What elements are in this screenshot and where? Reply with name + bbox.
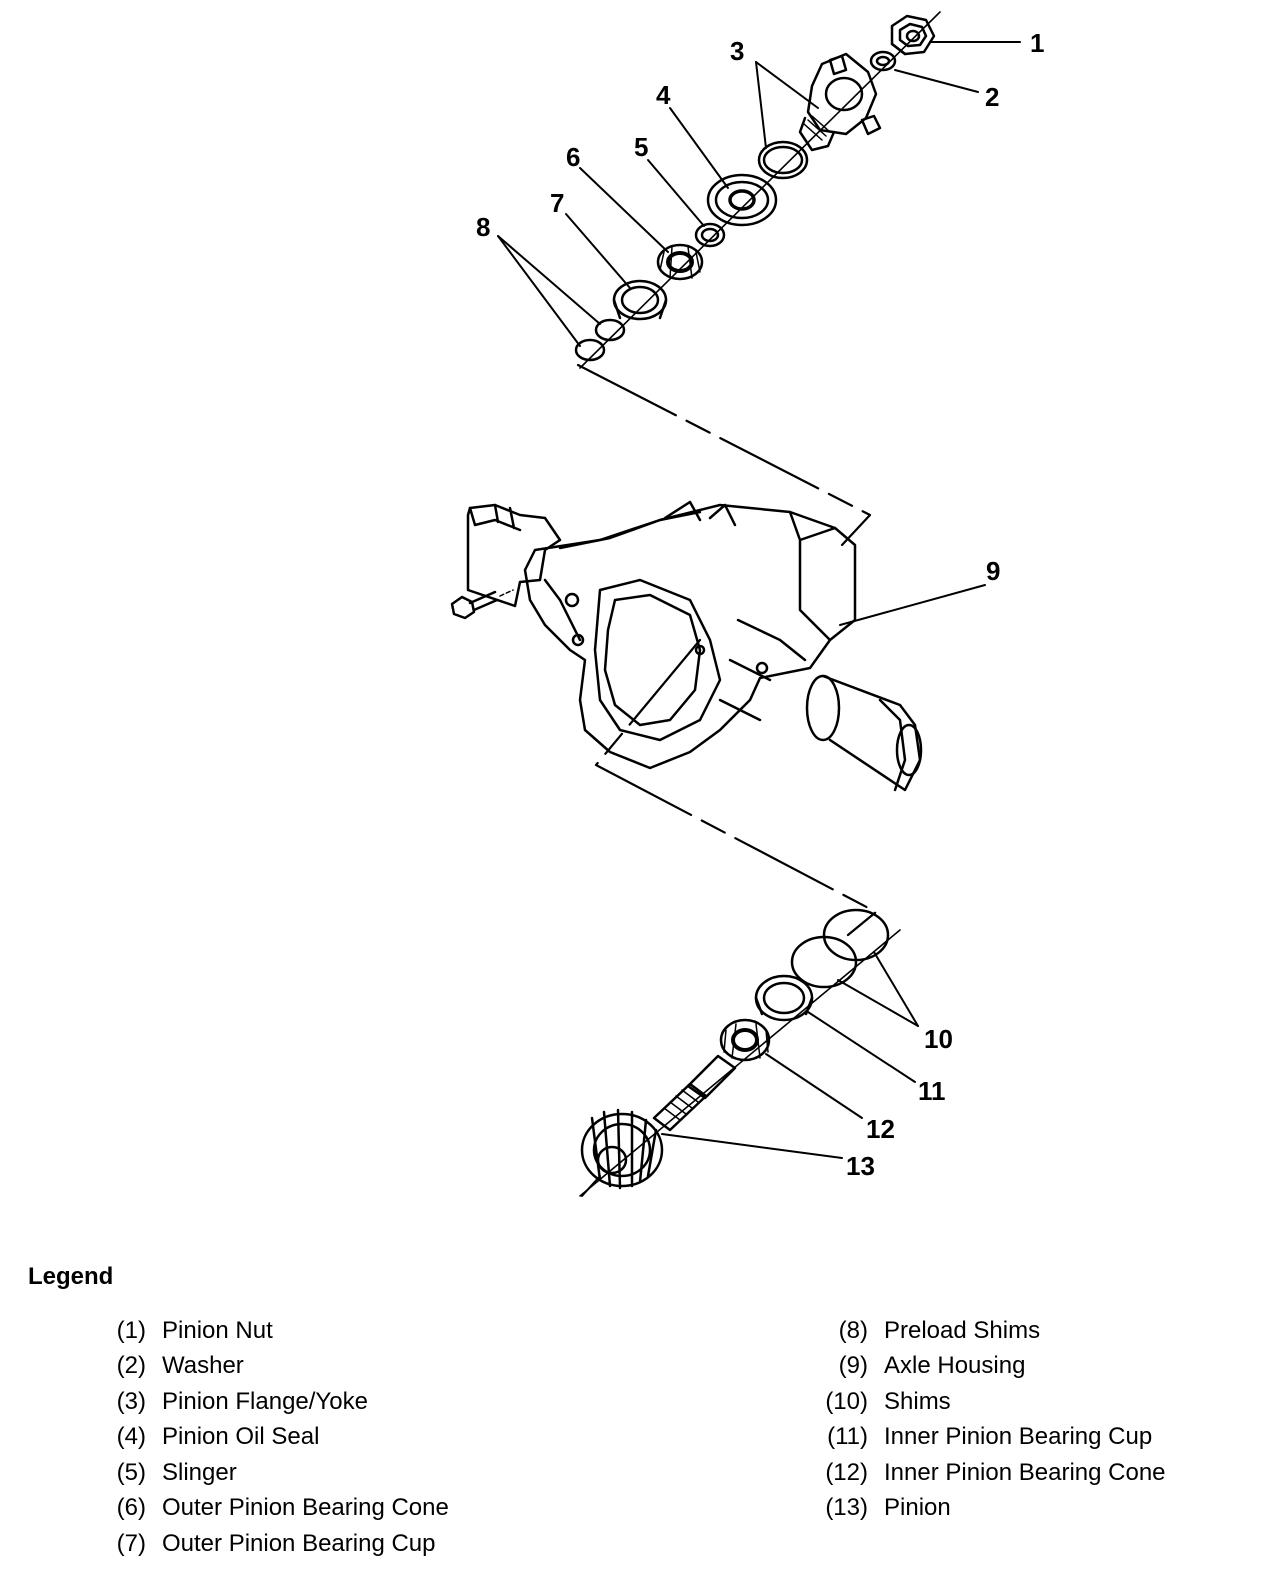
legend-item-number: (10) (825, 1387, 868, 1415)
legend-item-number: (12) (825, 1458, 868, 1486)
legend-item-label: Pinion Flange/Yoke (162, 1387, 368, 1415)
callout-9: 9 (986, 556, 1000, 586)
assembly-axis-lines (576, 11, 941, 1197)
legend-title: Legend (28, 1263, 114, 1290)
axle-housing-part (466, 500, 986, 792)
callout-2: 2 (985, 82, 999, 112)
legend-item: (7) Outer Pinion Bearing Cup (88, 1526, 449, 1562)
legend-item: (3) Pinion Flange/Yoke (88, 1384, 449, 1420)
callout-6: 6 (566, 142, 580, 172)
callout-11: 11 (918, 1076, 946, 1106)
inner-pinion-bearing-cone-part (719, 1018, 771, 1062)
shims-part (790, 908, 890, 989)
preload-shims-part (574, 318, 626, 362)
legend-item: (8) Preload Shims (810, 1313, 1166, 1349)
legend-item: (12) Inner Pinion Bearing Cone (810, 1455, 1166, 1491)
legend-item: (13) Pinion (810, 1491, 1166, 1527)
slinger-part (694, 222, 726, 248)
legend-item-label: Preload Shims (884, 1316, 1041, 1344)
legend-item-number: (11) (827, 1423, 868, 1451)
legend-item-label: Inner Pinion Bearing Cup (884, 1423, 1153, 1451)
legend-item-label: Inner Pinion Bearing Cone (884, 1458, 1166, 1486)
exploded-parts-diagram: 1 2 3 4 5 6 7 8 9 10 11 12 13 (450, 11, 1044, 1197)
pinion-part (580, 1054, 737, 1197)
legend-item-label: Pinion Oil Seal (162, 1423, 320, 1451)
legend-item-label: Shims (884, 1387, 951, 1415)
callout-3: 3 (730, 36, 744, 66)
legend-item: (6) Outer Pinion Bearing Cone (88, 1491, 449, 1527)
outer-pinion-bearing-cup-part (612, 279, 668, 321)
legend-item: (5) Slinger (88, 1455, 449, 1491)
legend-item-label: Outer Pinion Bearing Cup (162, 1529, 436, 1557)
legend-item-label: Slinger (162, 1458, 237, 1486)
legend-column-left: (1) Pinion Nut (2) Washer (3) Pinion Fla… (88, 1313, 449, 1562)
legend-item-label: Outer Pinion Bearing Cone (162, 1494, 449, 1522)
legend-column-right: (8) Preload Shims (9) Axle Housing (10) … (810, 1313, 1166, 1527)
legend-item-number: (5) (116, 1458, 146, 1486)
leader-lines (497, 41, 1021, 1159)
legend-item-number: (2) (116, 1352, 146, 1380)
washer-part (869, 50, 897, 72)
legend-item-label: Axle Housing (884, 1352, 1026, 1380)
legend-item-number: (13) (825, 1494, 868, 1522)
legend-item-number: (4) (116, 1423, 146, 1451)
callout-5: 5 (634, 132, 648, 162)
legend-item: (4) Pinion Oil Seal (88, 1420, 449, 1456)
legend-item: (11) Inner Pinion Bearing Cup (810, 1420, 1166, 1456)
legend-item: (2) Washer (88, 1349, 449, 1385)
legend-item-label: Washer (162, 1352, 244, 1380)
legend-item-number: (8) (838, 1316, 868, 1344)
legend-item-label: Pinion Nut (162, 1316, 273, 1344)
pinion-flange-yoke-part (757, 52, 882, 180)
legend-item: (1) Pinion Nut (88, 1313, 449, 1349)
callout-8: 8 (476, 212, 490, 242)
callout-4: 4 (656, 80, 671, 110)
outer-pinion-bearing-cone-part (656, 243, 704, 281)
legend-item: (10) Shims (810, 1384, 1166, 1420)
housing-bolt-part (450, 589, 514, 620)
legend-item-number: (9) (838, 1352, 868, 1380)
callout-12: 12 (866, 1114, 895, 1144)
callout-1: 1 (1030, 28, 1044, 58)
callout-7: 7 (550, 188, 564, 218)
legend-item-number: (3) (116, 1387, 146, 1415)
inner-pinion-bearing-cup-part (754, 974, 814, 1022)
pinion-oil-seal-part (706, 173, 778, 227)
legend-item-number: (7) (116, 1529, 146, 1557)
callout-10: 10 (924, 1024, 953, 1054)
legend-item: (9) Axle Housing (810, 1349, 1166, 1385)
legend-item-number: (6) (116, 1494, 146, 1522)
legend-item-label: Pinion (884, 1494, 951, 1522)
pinion-nut-part (890, 14, 936, 56)
legend-item-number: (1) (116, 1316, 146, 1344)
callout-13: 13 (846, 1151, 875, 1181)
